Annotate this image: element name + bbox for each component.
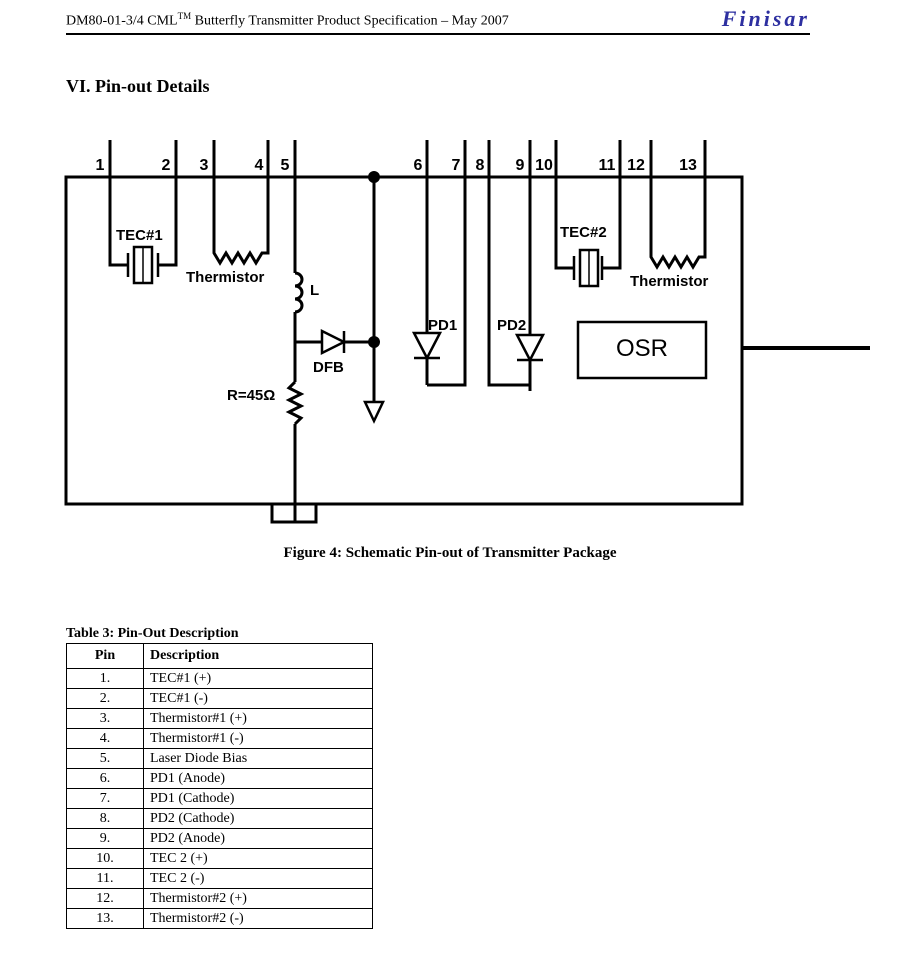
pin-description-cell: Laser Diode Bias <box>143 748 373 769</box>
pin-description-cell: PD2 (Cathode) <box>143 808 373 829</box>
pin-number: 9 <box>516 157 525 174</box>
tec1-wire-left <box>108 140 128 267</box>
pin-number: 6 <box>414 157 423 174</box>
pin-description-cell: TEC 2 (-) <box>143 868 373 889</box>
pin-description-cell: PD1 (Anode) <box>143 768 373 789</box>
thermistor2-label: Thermistor <box>630 273 709 290</box>
table-row: 10.TEC 2 (+) <box>66 848 373 869</box>
table-row: 12.Thermistor#2 (+) <box>66 888 373 909</box>
pin-description-cell: TEC#1 (-) <box>143 688 373 709</box>
pin-number: 5 <box>281 157 290 174</box>
pin-number: 7 <box>452 157 461 174</box>
package-outline <box>64 175 744 506</box>
table-row: 8.PD2 (Cathode) <box>66 808 373 829</box>
column-header-description: Description <box>143 643 373 669</box>
pin-number: 3 <box>200 157 209 174</box>
tec2-label: TEC#2 <box>560 224 607 241</box>
pin-number: 4 <box>255 157 264 174</box>
pin-description-cell: PD1 (Cathode) <box>143 788 373 809</box>
pin-description-cell: TEC 2 (+) <box>143 848 373 869</box>
pin-number: 13 <box>679 157 697 174</box>
pd2-diode <box>514 333 546 363</box>
table-row: 3.Thermistor#1 (+) <box>66 708 373 729</box>
pin-number: 10 <box>535 157 553 174</box>
column-header-pin: Pin <box>66 643 144 669</box>
pin-number-cell: 3. <box>66 708 144 729</box>
tec1-wire-right <box>158 140 178 267</box>
pin-number-cell: 9. <box>66 828 144 849</box>
pin-number-cell: 12. <box>66 888 144 909</box>
resistor-label: R=45Ω <box>227 387 275 404</box>
table-row: 4.Thermistor#1 (-) <box>66 728 373 749</box>
pin-number-cell: 6. <box>66 768 144 789</box>
table-row: 2.TEC#1 (-) <box>66 688 373 709</box>
page-header: DM80-01-3/4 CMLTM Butterfly Transmitter … <box>66 6 810 34</box>
table-row: 7.PD1 (Cathode) <box>66 788 373 809</box>
pd1-diode <box>411 331 443 361</box>
dfb-label: DFB <box>313 359 344 376</box>
pin-number-cell: 10. <box>66 848 144 869</box>
pin-number-cell: 7. <box>66 788 144 809</box>
pin-description-cell: Thermistor#2 (-) <box>143 908 373 929</box>
pin-description-cell: TEC#1 (+) <box>143 668 373 689</box>
pin-number: 1 <box>96 157 105 174</box>
pin-number-cell: 13. <box>66 908 144 929</box>
pin-number-cell: 8. <box>66 808 144 829</box>
table-header-row: Pin Description <box>66 643 373 669</box>
pin-number: 8 <box>476 157 485 174</box>
osr-box <box>576 320 708 380</box>
junction-dot <box>368 336 380 348</box>
dfb-diode <box>320 328 347 356</box>
pd1-wire-right <box>427 140 467 387</box>
document-title: DM80-01-3/4 CMLTM Butterfly Transmitter … <box>66 11 509 29</box>
pinout-table: Pin Description 1.TEC#1 (+)2.TEC#1 (-)3.… <box>66 643 373 929</box>
pin-description-cell: Thermistor#1 (+) <box>143 708 373 729</box>
pd2-label: PD2 <box>497 317 526 334</box>
table-row: 1.TEC#1 (+) <box>66 668 373 689</box>
inductor-label: L <box>310 282 319 299</box>
section-title: VI. Pin-out Details <box>66 76 210 96</box>
pin-number-cell: 2. <box>66 688 144 709</box>
table-row: 11.TEC 2 (-) <box>66 868 373 889</box>
figure-caption: Figure 4: Schematic Pin-out of Transmitt… <box>283 545 617 561</box>
pin-description-cell: Thermistor#1 (-) <box>143 728 373 749</box>
ground-symbol <box>363 400 385 424</box>
pin-number: 11 <box>599 157 616 174</box>
pin-description-cell: Thermistor#2 (+) <box>143 888 373 909</box>
header-divider <box>66 33 810 35</box>
table-row: 9.PD2 (Anode) <box>66 828 373 849</box>
osr-label: OSR <box>616 335 668 362</box>
pin-number-cell: 5. <box>66 748 144 769</box>
inductor-coil <box>294 271 304 314</box>
thermistor2-element <box>649 140 707 270</box>
tec1-label: TEC#1 <box>116 227 163 244</box>
thermistor1-element <box>212 140 270 266</box>
table-row: 5.Laser Diode Bias <box>66 748 373 769</box>
tec2-wire-right <box>602 140 622 270</box>
pin-number-cell: 11. <box>66 868 144 889</box>
pin-number: 12 <box>627 157 645 174</box>
tec2-wire-left <box>554 140 574 270</box>
pin-number: 2 <box>162 157 171 174</box>
pin-number-cell: 4. <box>66 728 144 749</box>
tec1-element <box>126 245 160 285</box>
table-row: 6.PD1 (Anode) <box>66 768 373 789</box>
thermistor1-label: Thermistor <box>186 269 265 286</box>
table-caption: Table 3: Pin-Out Description <box>66 626 239 641</box>
schematic-diagram: 1 2 3 4 5 6 7 8 9 10 11 12 13 TEC#1 Ther… <box>64 140 870 524</box>
pin-number-cell: 1. <box>66 668 144 689</box>
resistor-element <box>285 380 305 426</box>
tec2-element <box>572 248 604 288</box>
brand-logo: Finisar <box>721 6 810 31</box>
table-row: 13.Thermistor#2 (-) <box>66 908 373 929</box>
pd2-wire-left <box>487 140 530 387</box>
junction-dot <box>368 171 380 183</box>
pd1-label: PD1 <box>428 317 457 334</box>
pin-description-cell: PD2 (Anode) <box>143 828 373 849</box>
